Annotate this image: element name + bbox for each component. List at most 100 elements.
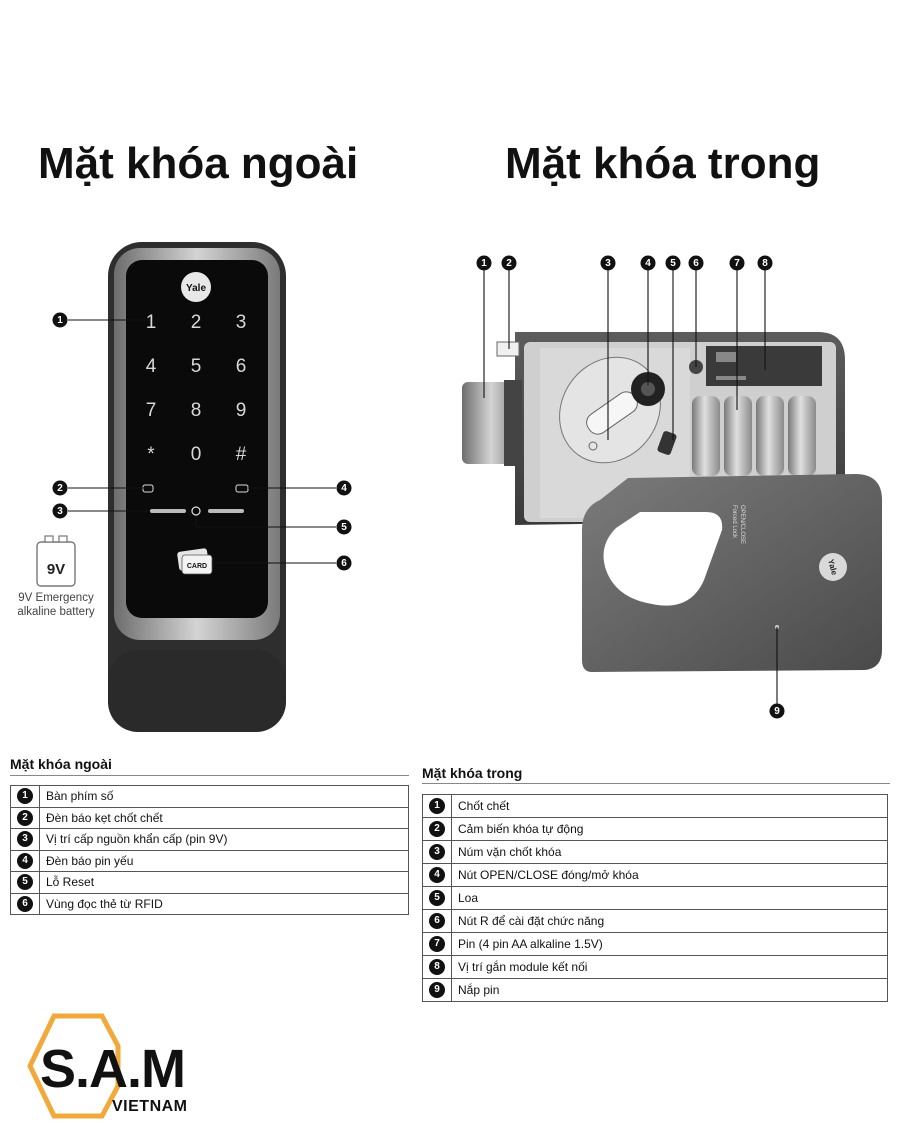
row-number: 8 xyxy=(422,955,452,979)
outer-leaders xyxy=(68,319,336,564)
battery-caption-line1: 9V Emergency xyxy=(18,592,94,604)
number-badge: 6 xyxy=(17,895,33,912)
svg-text:3: 3 xyxy=(605,258,611,269)
keypad-key[interactable]: # xyxy=(236,444,247,465)
keypad[interactable]: 1 2 3 4 5 6 7 8 9 * 0 # xyxy=(146,312,247,465)
inner-table-title: Mặt khóa trong xyxy=(422,765,523,781)
outer-lock-body xyxy=(108,242,286,732)
auto-lock-sensor xyxy=(496,341,520,357)
number-badge: 2 xyxy=(429,821,445,837)
row-label: Nút R để cài đặt chức năng xyxy=(451,909,888,933)
battery-caption-line2: alkaline battery xyxy=(17,606,95,618)
keypad-key[interactable]: 5 xyxy=(191,356,202,377)
row-number: 5 xyxy=(422,886,452,910)
svg-text:5: 5 xyxy=(341,522,347,533)
row-number: 5 xyxy=(10,871,40,894)
row-label: Nút OPEN/CLOSE đóng/mở khóa xyxy=(451,863,888,887)
brand-text-inner: Yale xyxy=(826,558,839,576)
keypad-key[interactable]: * xyxy=(147,444,155,465)
battery-9v-text: 9V xyxy=(47,561,65,578)
number-badge: 1 xyxy=(17,788,33,805)
number-badge: 1 xyxy=(429,798,445,814)
number-badge: 5 xyxy=(17,874,33,891)
keypad-key[interactable]: 7 xyxy=(146,400,157,421)
table-row: 6 Vùng đọc thẻ từ RFID xyxy=(10,892,409,915)
row-number: 6 xyxy=(422,909,452,933)
svg-text:4: 4 xyxy=(645,258,651,269)
keypad-key[interactable]: 6 xyxy=(236,356,247,377)
deadbolt xyxy=(462,380,522,466)
callout-badge: 4 xyxy=(640,255,656,271)
outer-table-title: Mặt khóa ngoài xyxy=(10,756,112,772)
open-close-button[interactable] xyxy=(631,372,665,406)
heading-outer: Mặt khóa ngoài xyxy=(38,139,359,188)
cover-text-2: Forced Lock xyxy=(731,505,737,539)
yale-logo-outer: Yale xyxy=(181,272,211,302)
svg-text:6: 6 xyxy=(693,258,699,269)
module-slot xyxy=(706,346,822,386)
hexagon-shape xyxy=(27,1013,121,1119)
callout-badge: 5 xyxy=(336,519,352,535)
sam-vietnam-logo: S.A.M VIETNAM xyxy=(10,1012,225,1120)
number-badge: 3 xyxy=(429,844,445,860)
row-label: Vùng đọc thẻ từ RFID xyxy=(39,892,409,915)
svg-text:4: 4 xyxy=(341,483,347,494)
brand-text: Yale xyxy=(186,283,206,294)
heading-inner: Mặt khóa trong xyxy=(505,139,821,188)
row-label: Đèn báo pin yếu xyxy=(39,849,409,872)
callout-badge: 6 xyxy=(688,255,704,271)
row-label: Vị trí gắn module kết nối xyxy=(451,955,888,979)
logo-main-text: S.A.M xyxy=(40,1039,186,1099)
outer-table-rule xyxy=(10,775,409,776)
keypad-key[interactable]: 9 xyxy=(236,400,247,421)
row-number: 7 xyxy=(422,932,452,956)
svg-text:8: 8 xyxy=(762,258,768,269)
row-number: 2 xyxy=(10,806,40,829)
callout-badge: 7 xyxy=(729,255,745,271)
row-label: Đèn báo kẹt chốt chết xyxy=(39,806,409,829)
svg-text:1: 1 xyxy=(57,315,63,326)
row-number: 4 xyxy=(10,849,40,872)
row-label: Loa xyxy=(451,886,888,910)
number-badge: 8 xyxy=(429,959,445,975)
keypad-key[interactable]: 0 xyxy=(191,444,202,465)
number-badge: 5 xyxy=(429,890,445,906)
row-number: 1 xyxy=(10,785,40,808)
number-badge: 3 xyxy=(17,831,33,848)
emergency-battery: 9V xyxy=(36,535,76,587)
inner-table-rule xyxy=(422,783,890,784)
battery-caption: 9V Emergency alkaline battery xyxy=(10,591,102,619)
keypad-key[interactable]: 3 xyxy=(236,312,247,333)
indicator-bars xyxy=(150,509,244,513)
battery-cover: OPEN/CLOSE Forced Lock Yale xyxy=(582,474,882,672)
rfid-card-icon: CARD xyxy=(177,548,213,575)
row-label: Vị trí cấp nguồn khẩn cấp (pin 9V) xyxy=(39,828,409,851)
callout-badge: 1 xyxy=(476,255,492,271)
number-badge: 7 xyxy=(429,936,445,952)
row-number: 6 xyxy=(10,892,40,915)
svg-text:2: 2 xyxy=(57,483,63,494)
callout-badge: 9 xyxy=(769,703,785,719)
reset-hole[interactable] xyxy=(191,506,201,516)
table-row: 3 Vị trí cấp nguồn khẩn cấp (pin 9V) xyxy=(10,828,409,851)
keypad-key[interactable]: 2 xyxy=(191,312,202,333)
row-number: 2 xyxy=(422,817,452,841)
keypad-key[interactable]: 8 xyxy=(191,400,202,421)
keypad-key[interactable]: 4 xyxy=(146,356,157,377)
logo-sub-text: VIETNAM xyxy=(112,1098,188,1115)
lock-diagram: Yale 1 2 3 4 5 6 7 8 9 * 0 # CARD 9V 1 2 3 4 5 6 xyxy=(36,242,882,732)
keypad-key[interactable]: 1 xyxy=(146,312,157,333)
svg-text:3: 3 xyxy=(57,506,63,517)
callout-badge: 8 xyxy=(757,255,773,271)
row-label: Lỗ Reset xyxy=(39,871,409,894)
svg-text:2: 2 xyxy=(506,258,512,269)
row-label: Pin (4 pin AA alkaline 1.5V) xyxy=(451,932,888,956)
